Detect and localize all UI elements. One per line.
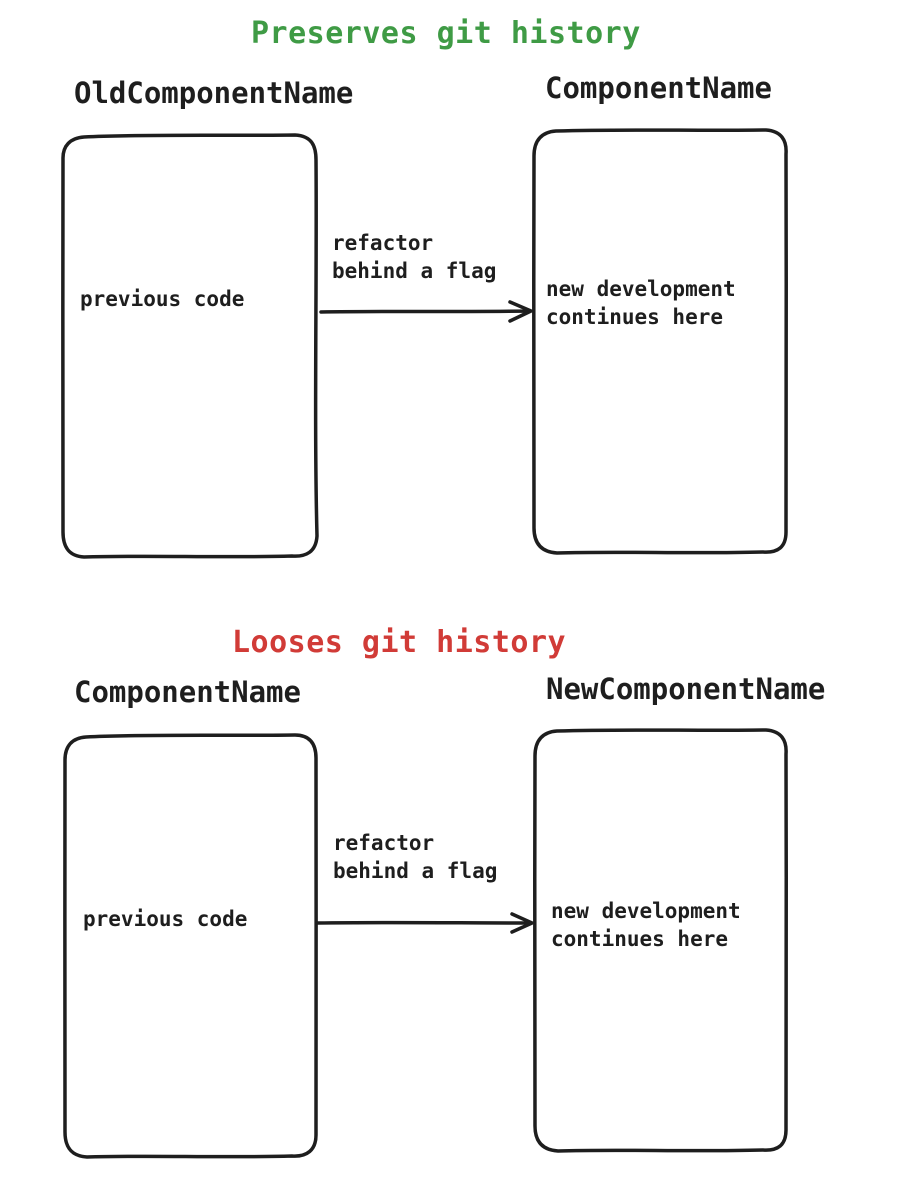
component-box-top xyxy=(531,128,789,555)
new-component-box xyxy=(532,728,789,1153)
new-development-text-bottom: new development continues here xyxy=(551,897,741,953)
new-development-text-top: new development continues here xyxy=(546,275,736,331)
refactor-label-bottom: refactor behind a flag xyxy=(333,829,497,885)
new-development-top-line1: new development xyxy=(546,277,736,301)
component-name-label-bottom: ComponentName xyxy=(74,675,301,709)
component-name-label-top: ComponentName xyxy=(545,71,772,105)
refactor-label-top-line1: refactor xyxy=(332,231,434,255)
refactor-label-top-line2: behind a flag xyxy=(332,259,497,283)
old-component-name-label: OldComponentName xyxy=(74,76,354,110)
new-development-bottom-line1: new development xyxy=(551,899,741,923)
new-development-top-line2: continues here xyxy=(546,305,724,329)
refactor-arrow-top-head xyxy=(508,300,533,323)
old-component-box xyxy=(60,133,319,559)
new-development-bottom-line2: continues here xyxy=(551,927,729,951)
refactor-label-bottom-line2: behind a flag xyxy=(333,859,498,883)
refactor-label-top: refactor behind a flag xyxy=(332,229,496,285)
refactor-arrow-top-shaft xyxy=(319,309,532,314)
looses-title: Looses git history xyxy=(232,625,567,660)
component-box-bottom xyxy=(62,733,319,1159)
previous-code-text-top: previous code xyxy=(80,287,245,311)
refactor-label-bottom-line1: refactor xyxy=(333,831,435,855)
new-component-name-label: NewComponentName xyxy=(546,672,826,706)
previous-code-text-bottom: previous code xyxy=(83,907,248,931)
preserves-title: Preserves git history xyxy=(251,16,641,51)
refactor-arrow-bottom-head xyxy=(510,912,534,934)
